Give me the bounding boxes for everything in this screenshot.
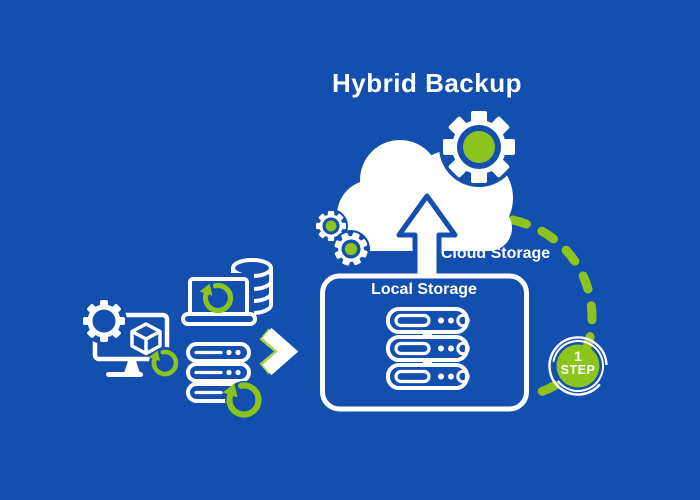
laptop-icon (181, 273, 257, 326)
local-storage-box (320, 273, 529, 412)
cube-icon (130, 322, 162, 356)
server-rack-icon (386, 307, 470, 390)
refresh-arrow-server (223, 381, 263, 419)
gear-icon-monitor (81, 298, 127, 344)
chevron-right-icon (259, 327, 299, 376)
step-badge (548, 336, 608, 396)
local-storage-label: Local Storage (371, 281, 477, 298)
gear-icon-small-2 (331, 229, 371, 269)
page-title: Hybrid Backup (332, 68, 522, 98)
step-badge-text: 1 STEP (548, 349, 608, 377)
step-number: 1 (574, 348, 582, 364)
step-word: STEP (560, 362, 596, 377)
gear-icon-large (439, 107, 519, 187)
cloud-storage-label: Cloud Storage (440, 245, 551, 262)
refresh-arrow-monitor (149, 347, 181, 379)
